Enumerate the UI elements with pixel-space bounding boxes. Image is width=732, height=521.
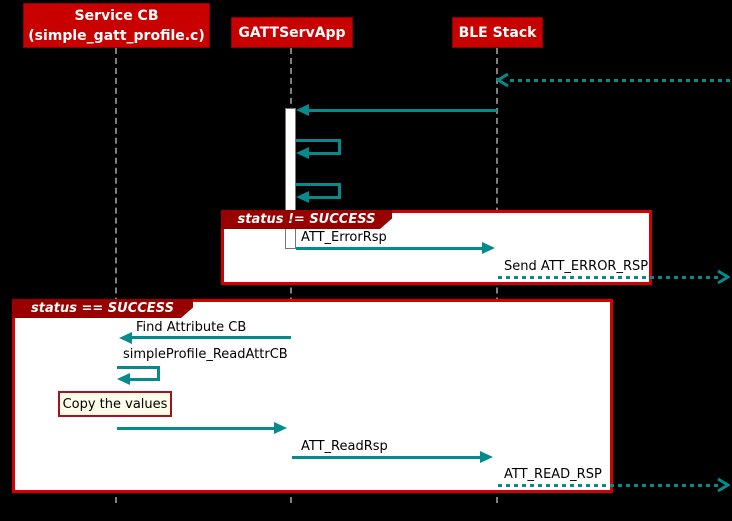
- filled-arrowhead-right-icon: [482, 242, 495, 254]
- arrow-att-read-rsp-line: [498, 484, 718, 487]
- filled-arrowhead-right-icon: [274, 422, 287, 434]
- participant-service-cb: Service CB (simple_gatt_profile.c): [23, 3, 210, 48]
- self-message-2-top: [296, 183, 341, 186]
- self-message-1-bottom: [308, 152, 341, 155]
- self-message-readattrcb-bottom: [130, 378, 160, 381]
- participant-service-cb-line2: (simple_gatt_profile.c): [28, 27, 205, 44]
- arrow-external-to-ble-line: [510, 79, 732, 82]
- lifeline-service-cb: [115, 48, 117, 503]
- message-simpleprofile-readattrcb-label: simpleProfile_ReadAttrCB: [123, 347, 288, 362]
- filled-arrowhead-left-icon: [119, 332, 132, 344]
- message-att-read-rsp-label: ATT_READ_RSP: [504, 467, 602, 482]
- filled-arrowhead-right-icon: [480, 451, 493, 463]
- self-message-1-side: [338, 139, 341, 155]
- participant-ble-stack: BLE Stack: [452, 17, 543, 48]
- message-find-attribute-cb-label: Find Attribute CB: [136, 320, 247, 335]
- arrow-find-attribute-cb-line: [132, 336, 291, 339]
- filled-arrowhead-left-icon: [117, 373, 130, 385]
- self-message-2-side: [338, 183, 341, 199]
- self-message-2-bottom: [308, 196, 341, 199]
- filled-arrowhead-left-icon: [296, 104, 309, 116]
- participant-gattservapp-label: GATTServApp: [238, 24, 346, 41]
- self-message-readattrcb-side: [157, 366, 160, 381]
- participant-gattservapp: GATTServApp: [231, 17, 353, 48]
- message-att-readrsp-label: ATT_ReadRsp: [301, 439, 388, 454]
- open-arrowhead-right-icon: [716, 477, 731, 493]
- message-att-errorrsp-label: ATT_ErrorRsp: [301, 230, 387, 245]
- open-arrowhead-left-icon: [495, 72, 510, 88]
- open-arrowhead-right-icon: [716, 269, 731, 285]
- frame-status-not-success-label: status != SUCCESS: [221, 210, 392, 229]
- arrow-ble-to-gatt-line: [308, 109, 497, 112]
- arrow-send-att-error-rsp-line: [498, 276, 718, 279]
- message-send-att-error-rsp-label: Send ATT_ERROR_RSP: [504, 259, 649, 274]
- participant-ble-stack-label: BLE Stack: [458, 24, 537, 41]
- frame-status-success-label: status == SUCCESS: [12, 299, 193, 318]
- filled-arrowhead-left-icon: [296, 191, 309, 203]
- note-copy-the-values: Copy the values: [58, 391, 172, 417]
- participant-service-cb-line1: Service CB: [74, 7, 159, 24]
- self-message-1-top: [296, 139, 341, 142]
- activation-bar-gattservapp: [285, 108, 296, 249]
- arrow-att-readrsp-line: [292, 456, 480, 459]
- arrow-att-errorrsp-line: [296, 247, 482, 250]
- arrow-servicecb-to-gatt-line: [117, 427, 274, 430]
- filled-arrowhead-left-icon: [296, 147, 309, 159]
- self-message-readattrcb-top: [117, 366, 160, 369]
